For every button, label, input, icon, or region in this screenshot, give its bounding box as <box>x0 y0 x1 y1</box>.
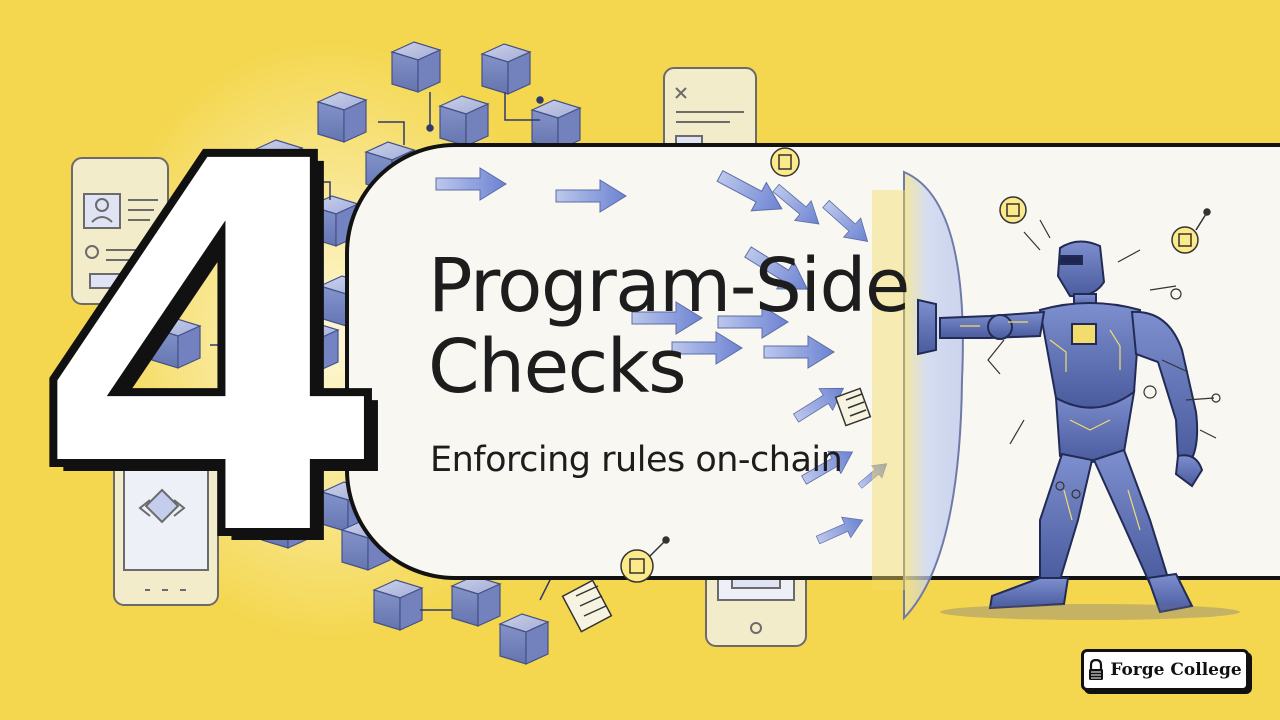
token-icon <box>1171 208 1211 254</box>
robot-guard-icon <box>917 240 1240 620</box>
token-icon <box>999 196 1027 224</box>
slide-subtitle: Enforcing rules on-chain <box>430 440 843 480</box>
document-icon <box>834 387 872 427</box>
token-icon <box>620 536 670 583</box>
token-icon <box>770 147 800 177</box>
document-icon <box>561 579 613 633</box>
slide-title: Program-Side Checks <box>428 243 910 411</box>
shield-barrier-icon <box>872 170 964 621</box>
circuit-decor <box>987 219 1221 499</box>
lesson-number: 4 <box>26 49 396 655</box>
phone-profile-left <box>71 157 169 305</box>
phone-code-left <box>113 449 219 606</box>
brand-badge: Forge College <box>1081 649 1249 691</box>
lock-icon <box>1089 659 1104 680</box>
brand-name: Forge College <box>1110 660 1242 680</box>
